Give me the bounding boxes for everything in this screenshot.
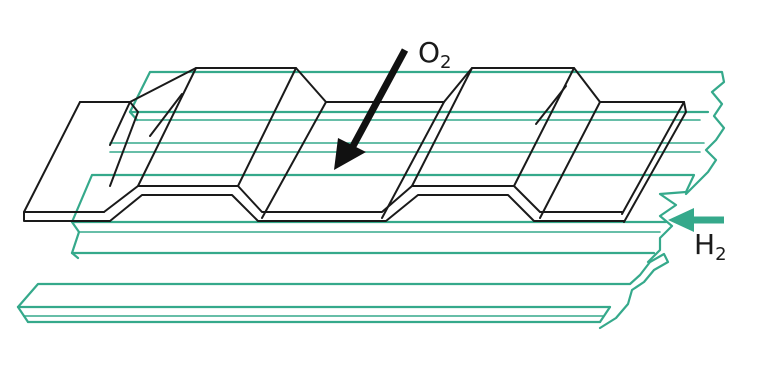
teal-top-plate	[128, 70, 726, 196]
arrow-down-left-icon	[334, 48, 409, 170]
teal-middle-plate	[70, 173, 696, 264]
teal-bottom-plate	[16, 252, 670, 330]
oxygen-label: O2	[418, 36, 452, 73]
oxygen-flow: O2	[334, 36, 452, 170]
hydrogen-flow: H2	[668, 208, 727, 265]
corrugated-flow-plate	[23, 67, 687, 223]
arrow-left-icon	[668, 208, 724, 232]
hydrogen-label: H2	[694, 228, 727, 265]
teal-guide-lines	[109, 142, 705, 153]
